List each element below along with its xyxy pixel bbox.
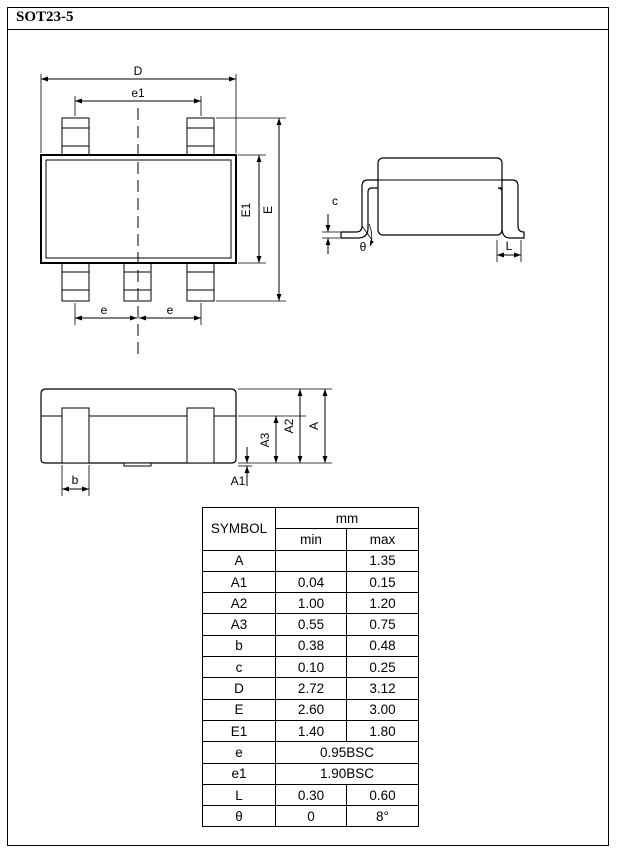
drawing-frame: SOT23-5 bbox=[7, 7, 609, 846]
symbol-cell: θ bbox=[202, 805, 276, 828]
label-b: b bbox=[72, 473, 79, 487]
max-cell: 1.20 bbox=[346, 592, 419, 615]
max-cell: 0.48 bbox=[346, 634, 419, 658]
label-A2: A2 bbox=[282, 418, 296, 433]
value-cell: 0.95BSC bbox=[275, 741, 419, 764]
symbol-cell: e1 bbox=[202, 762, 276, 785]
symbol-cell: L bbox=[202, 783, 276, 807]
min-cell: 0.04 bbox=[275, 570, 347, 594]
unit-header: mm bbox=[275, 506, 419, 530]
label-e-left: e bbox=[101, 303, 108, 317]
max-cell: 0.15 bbox=[346, 570, 419, 594]
min-cell: 0.38 bbox=[275, 634, 347, 658]
min-cell: 0.10 bbox=[275, 656, 347, 679]
top-view bbox=[40, 74, 286, 355]
symbol-cell: D bbox=[202, 677, 276, 700]
label-e-right: e bbox=[167, 303, 174, 317]
label-theta: θ bbox=[360, 240, 367, 254]
min-cell: 2.60 bbox=[275, 698, 347, 721]
min-cell: 2.72 bbox=[275, 677, 347, 700]
max-cell: 0.75 bbox=[346, 613, 419, 636]
symbol-cell: e bbox=[202, 741, 276, 764]
lead-top-right bbox=[186, 117, 215, 156]
lead-top-left bbox=[61, 117, 90, 156]
min-cell: 0.30 bbox=[275, 783, 347, 807]
lead-front-left bbox=[61, 407, 90, 464]
symbol-cell: A2 bbox=[202, 592, 276, 615]
lead-bottom-right bbox=[186, 262, 215, 302]
label-D: D bbox=[134, 64, 143, 78]
symbol-cell: A1 bbox=[202, 570, 276, 594]
lead-bottom-left bbox=[61, 262, 90, 302]
max-cell: 1.35 bbox=[346, 549, 419, 572]
max-cell: 3.00 bbox=[346, 698, 419, 721]
title-bar: SOT23-5 bbox=[8, 8, 608, 30]
max-cell: 1.80 bbox=[346, 719, 419, 743]
label-e1: e1 bbox=[131, 86, 145, 100]
label-A: A bbox=[307, 422, 321, 430]
label-L: L bbox=[506, 239, 513, 253]
package-title: SOT23-5 bbox=[16, 9, 74, 25]
package-body-end bbox=[377, 157, 503, 236]
label-E1: E1 bbox=[239, 202, 253, 217]
symbol-cell: b bbox=[202, 634, 276, 658]
min-cell: 1.40 bbox=[275, 719, 347, 743]
max-cell: 3.12 bbox=[346, 677, 419, 700]
lead-end-left bbox=[340, 179, 378, 239]
max-header: max bbox=[346, 528, 419, 551]
min-header: min bbox=[275, 528, 347, 551]
lead-end-right bbox=[497, 179, 525, 239]
end-view bbox=[322, 157, 525, 262]
max-cell: 0.60 bbox=[346, 783, 419, 807]
max-cell: 8° bbox=[346, 805, 419, 828]
symbol-cell: E bbox=[202, 698, 276, 721]
table-row: A 1.35 bbox=[202, 549, 419, 572]
symbol-cell: c bbox=[202, 656, 276, 679]
symbol-cell: A3 bbox=[202, 613, 276, 636]
label-E: E bbox=[261, 206, 275, 214]
label-A3: A3 bbox=[258, 432, 272, 447]
lead-front-right bbox=[186, 407, 215, 464]
min-cell bbox=[275, 549, 347, 572]
min-cell: 0 bbox=[275, 805, 347, 828]
standoff-pad bbox=[123, 462, 152, 467]
front-view bbox=[40, 388, 332, 496]
label-c: c bbox=[332, 194, 338, 208]
max-cell: 0.25 bbox=[346, 656, 419, 679]
symbol-cell: E1 bbox=[202, 719, 276, 743]
symbol-header: SYMBOL bbox=[202, 507, 276, 551]
min-cell: 1.00 bbox=[275, 592, 347, 615]
label-A1: A1 bbox=[231, 474, 246, 488]
value-cell: 1.90BSC bbox=[275, 762, 419, 785]
min-cell: 0.55 bbox=[275, 613, 347, 636]
symbol-cell: A bbox=[202, 549, 276, 572]
